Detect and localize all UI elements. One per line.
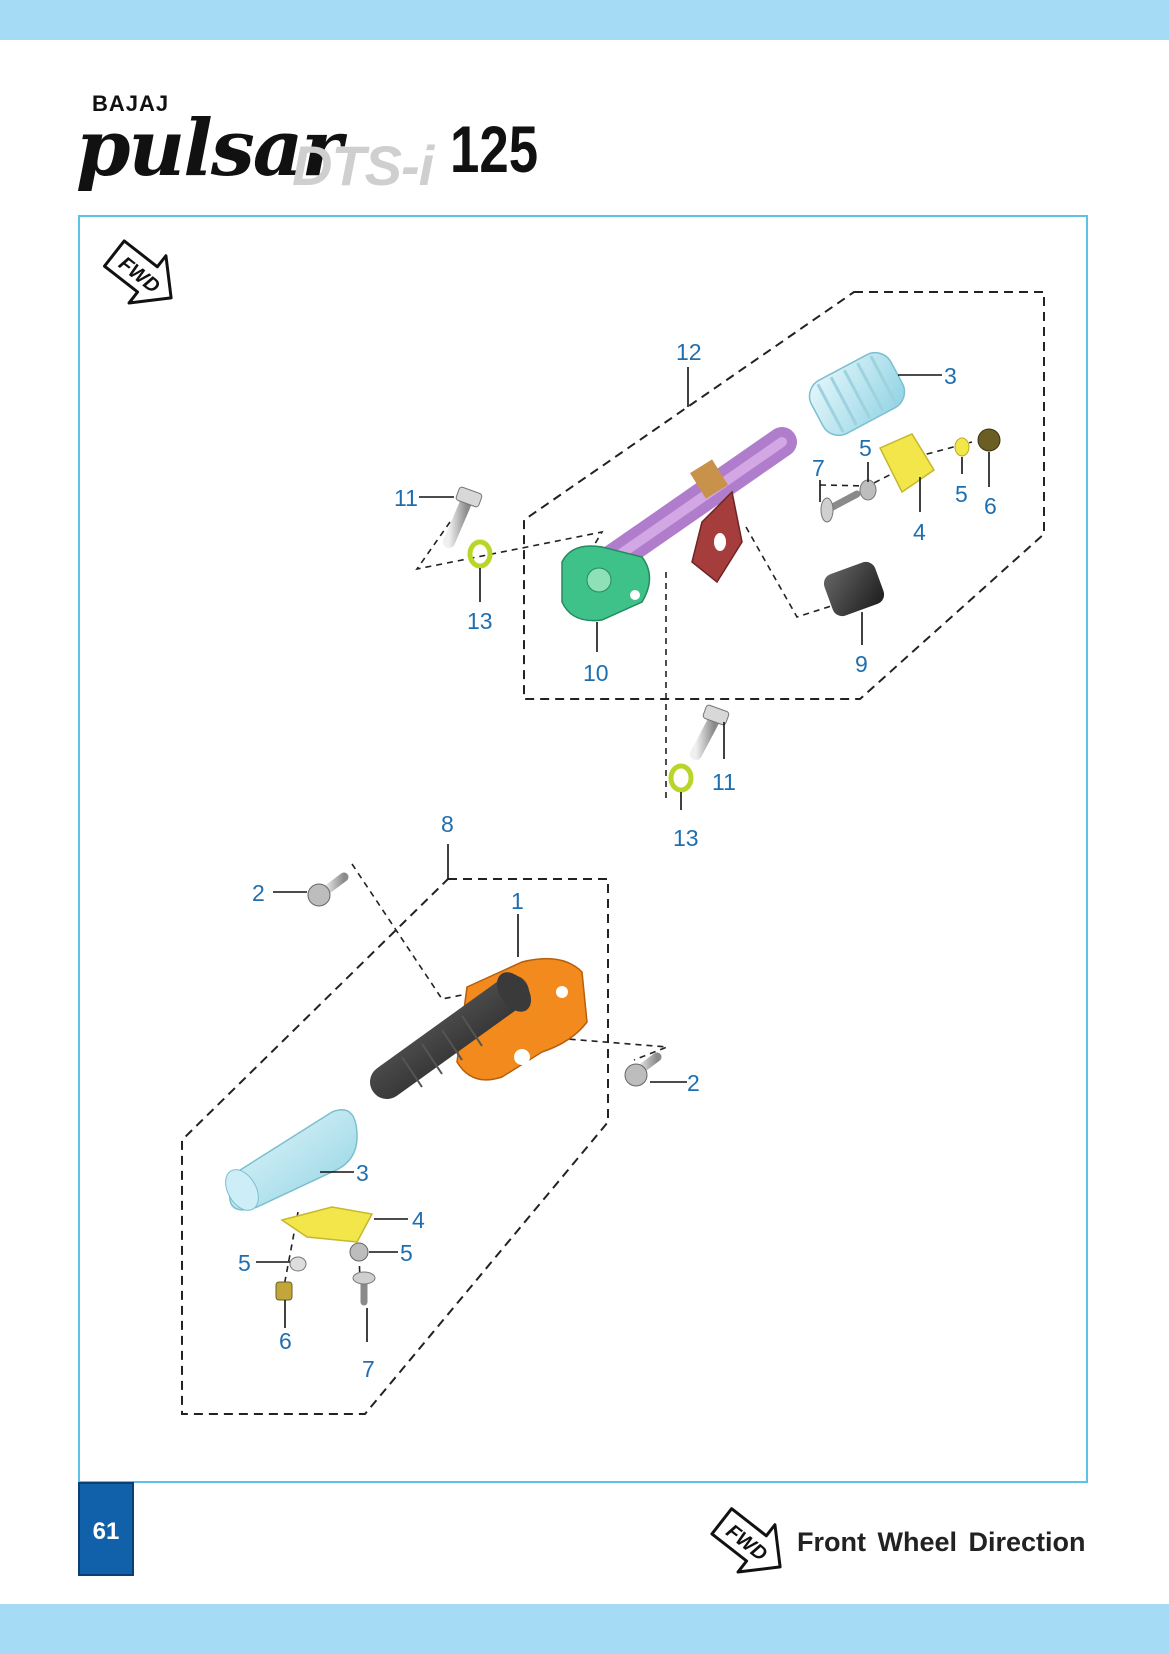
spring-washer-upper [467,539,493,569]
nut-lower [275,1281,293,1301]
callout-8: 8 [441,811,454,837]
leader-lines [256,367,990,1342]
bolt-lower-left [307,872,349,907]
fwd-legend-icon: FWD [710,1507,782,1574]
callout-5-upper-right: 5 [955,481,968,507]
callout-2-right: 2 [687,1070,700,1096]
callout-2-left: 2 [252,880,265,906]
clip-plate-lower [280,1206,374,1243]
washer-upper-left [859,479,877,501]
footrest-rubber-lower [225,1109,358,1211]
washer-upper-right [954,437,970,457]
bolt-upper-left [443,486,483,548]
callout-9: 9 [855,651,868,677]
product-script: pulsar [76,103,342,194]
callout-10: 10 [583,660,609,686]
nut-upper [977,428,1001,452]
spring-washer-lower [668,763,694,793]
mounting-plate-green [561,545,651,622]
rubber-bumper [823,561,885,617]
brand-logo: BAJAJ pulsar DTS-i 125 [70,85,550,205]
bracket-hole [714,533,726,551]
clip-plate-upper [878,433,936,494]
callout-13-lower: 13 [673,825,699,851]
washer-lower-right [349,1242,369,1262]
footrest-rubber-upper [808,351,906,437]
callout-5-lower-left: 5 [238,1250,251,1276]
assembly-group-12-outline [523,291,1045,700]
top-band [0,0,1169,40]
callout-5-lower-right: 5 [400,1240,413,1266]
pin-lower [352,1271,376,1306]
callout-7-upper: 7 [812,455,825,481]
footrest-peg-black [370,972,532,1099]
fwd-arrow-icon: FWD [103,239,173,305]
legend-text: Front Wheel Direction [797,1527,1086,1557]
callout-11-lower: 11 [712,769,736,795]
callout-12: 12 [676,339,702,365]
bolt-lower [690,704,730,760]
assembly-group-8-outline [181,878,609,1415]
page-number-box: 61 [78,1482,134,1576]
model-name: DTS-i [292,134,434,197]
callout-5-upper-left: 5 [859,435,872,461]
washer-lower-left [289,1256,307,1272]
callout-3-lower: 3 [356,1160,369,1186]
callout-4-upper: 4 [913,519,926,545]
bottom-band [0,1604,1169,1654]
pin-upper [820,490,861,523]
footrest-rod [587,427,797,582]
brand-name: BAJAJ [92,91,170,116]
callout-7-lower: 7 [362,1356,375,1382]
page-number: 61 [92,1518,120,1545]
bolt-lower-right [624,1052,662,1087]
callout-13-upper: 13 [467,608,493,634]
callout-11-upper: 11 [394,485,418,511]
callout-6-upper: 6 [984,493,997,519]
diagram-frame: FWD [78,215,1088,1483]
fwd-legend: FWD Front Wheel Direction [705,1505,1095,1575]
callout-4-lower: 4 [412,1207,425,1233]
callout-6-lower: 6 [279,1328,292,1354]
engine-size: 125 [450,112,539,186]
callout-3-upper: 3 [944,363,957,389]
callout-1: 1 [511,888,524,914]
exploded-parts-diagram: FWD [103,239,1045,1415]
